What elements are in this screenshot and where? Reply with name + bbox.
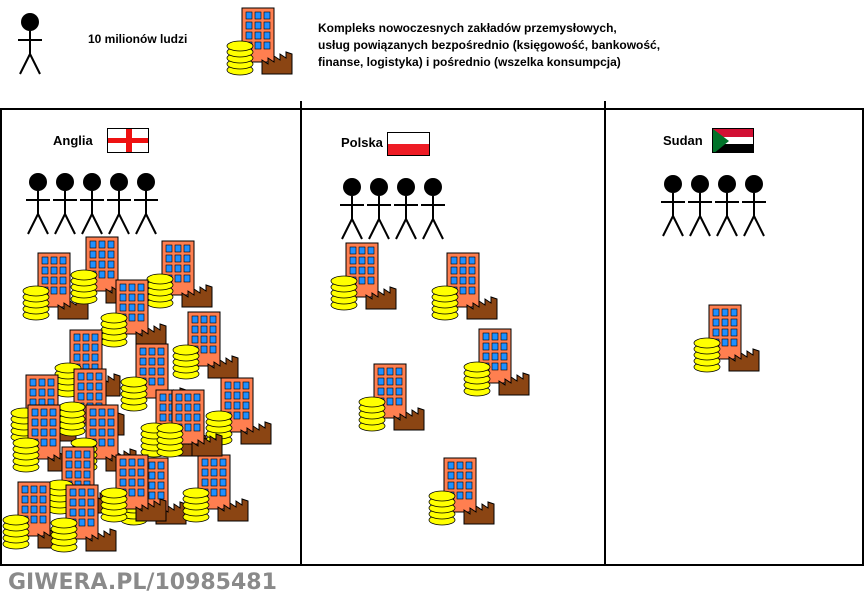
country-label-sudan: Sudan [663, 133, 703, 148]
person-icon [134, 173, 158, 235]
country-label-england: Anglia [53, 133, 93, 148]
england-flag-icon [107, 128, 149, 153]
person-icon [340, 178, 364, 240]
person-icon [688, 175, 712, 237]
poland-flag-icon [387, 132, 430, 156]
industrial-complex-icon [428, 457, 495, 526]
industrial-complex-icon [358, 363, 425, 432]
industrial-complex-icon [22, 252, 89, 321]
country-label-poland: Polska [341, 135, 383, 150]
person-icon [715, 175, 739, 237]
separator-tick [300, 101, 302, 109]
panel-sudan [604, 108, 864, 566]
person-icon [26, 173, 50, 235]
industrial-complex-icon [693, 304, 760, 373]
person-icon [80, 173, 104, 235]
industrial-complex-icon [182, 454, 249, 523]
legend-person-label: 10 milionów ludzi [88, 32, 188, 46]
person-icon [661, 175, 685, 237]
sudan-flag-icon [712, 128, 754, 153]
industrial-complex-icon [100, 279, 167, 348]
industrial-complex-icon [156, 389, 223, 458]
person-icon [421, 178, 445, 240]
legend-complex-description: Kompleks nowoczesnych zakładów przemysło… [318, 21, 661, 69]
industrial-complex-icon [100, 454, 167, 523]
person-icon [742, 175, 766, 237]
person-icon [53, 173, 77, 235]
industrial-complex-icon [330, 242, 397, 311]
separator-tick [604, 101, 606, 109]
person-icon [367, 178, 391, 240]
legend-complex-icon [226, 7, 293, 76]
industrial-complex-icon [172, 311, 239, 380]
industrial-complex-icon [50, 484, 117, 553]
legend-person-icon [18, 13, 42, 75]
industrial-complex-icon [146, 240, 213, 309]
industrial-complex-icon [463, 328, 530, 397]
person-icon [394, 178, 418, 240]
person-icon [107, 173, 131, 235]
industrial-complex-icon [2, 481, 69, 550]
industrial-complex-icon [431, 252, 498, 321]
industrial-complex-icon [70, 236, 137, 305]
watermark: GIWERA.PL/10985481 [8, 570, 277, 595]
